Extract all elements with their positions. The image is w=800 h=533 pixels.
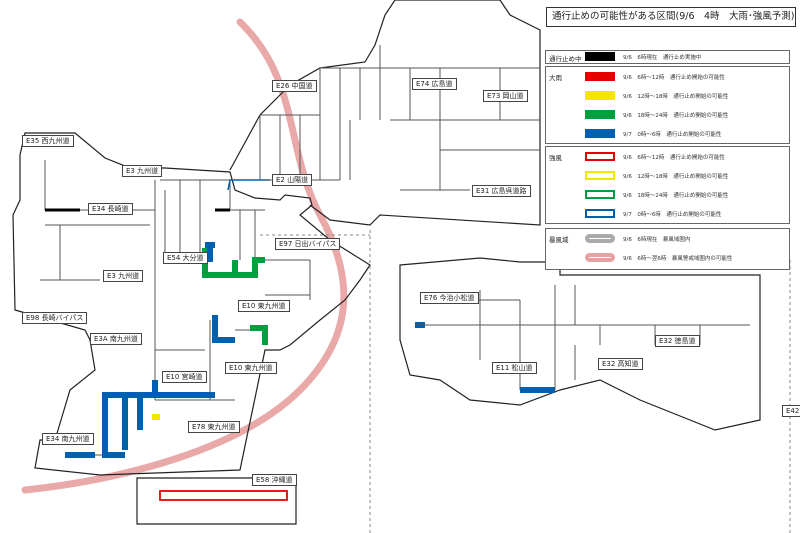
- route-label-e58: E58 沖縄道: [252, 474, 297, 486]
- legend-swatch-rain-1: [585, 72, 615, 81]
- legend-storm-row-2: 9/6 6時～翌6時 暴風警戒域圏内の可能性: [545, 252, 790, 264]
- route-label-e74: E74 広島道: [412, 78, 457, 90]
- legend-text-wind-2: 9/6 12時～18時 通行止め開始の可能性: [623, 174, 729, 180]
- legend-text-storm-2: 9/6 6時～翌6時 暴風警戒域圏内の可能性: [623, 256, 733, 262]
- rain-yellow-segment: [152, 414, 160, 420]
- legend-rain-row-1: 9/6 6時～12時 通行止め開始の可能性: [545, 71, 790, 83]
- route-label-e54: E54 大分道: [163, 252, 208, 264]
- route-label-e32: E32 高知道: [598, 358, 643, 370]
- legend-rain-row-2: 9/6 12時～18時 通行止め開始の可能性: [545, 90, 790, 102]
- chugoku-roads: [259, 45, 540, 191]
- legend-category-storm: 暴風域: [549, 236, 569, 244]
- route-label-e34b: E34 南九州道: [42, 433, 94, 445]
- map-title: 通行止めの可能性がある区間(9/6 4時 大雨･強風予測): [546, 7, 796, 27]
- legend-wind-row-1: 9/6 6時～12時 通行止め開始の可能性: [545, 151, 790, 163]
- legend-text-rain-1: 9/6 6時～12時 通行止め開始の可能性: [623, 75, 725, 81]
- legend-text-rain-2: 9/6 12時～18時 通行止め開始の可能性: [623, 94, 729, 100]
- route-label-e78: E78 東九州道: [188, 421, 240, 433]
- route-label-e10c: E10 東九州道: [238, 300, 290, 312]
- legend-text-wind-4: 9/7 0時～6時 通行止め開始の可能性: [623, 212, 722, 218]
- route-label-e35: E35 西九州道: [22, 135, 74, 147]
- route-label-e11: E11 松山道: [492, 362, 537, 374]
- legend-category-closed: 通行止め中: [549, 55, 582, 63]
- kyushu-roads: [40, 160, 311, 456]
- route-label-e3: E3 九州道: [122, 165, 163, 177]
- route-label-e31: E31 広島呉道路: [472, 185, 531, 197]
- route-label-e26: E26 中国道: [272, 80, 317, 92]
- route-label-e10: E10 宮崎道: [162, 371, 207, 383]
- legend-swatch-storm-1: [585, 234, 615, 243]
- region-boundary-kyushu: [12, 132, 371, 476]
- route-label-e3a: E3A 南九州道: [90, 333, 142, 345]
- legend-swatch-closed: [585, 52, 615, 61]
- legend-storm-row-1: 9/6 6時現在 暴風域圏内: [545, 233, 790, 245]
- route-label-e76: E76 今治小松道: [420, 292, 479, 304]
- region-boundary-chugoku: [229, 0, 541, 226]
- route-label-e2: E2 山陽道: [272, 174, 313, 186]
- legend-text-rain-4: 9/7 0時～6時 通行止め開始の可能性: [623, 132, 722, 138]
- rain-green-segments: [202, 248, 268, 345]
- legend-text-storm-1: 9/6 6時現在 暴風域圏内: [623, 237, 691, 243]
- legend-text-wind-1: 9/6 6時～12時 通行止め開始の可能性: [623, 155, 725, 161]
- legend-swatch-wind-1: [585, 152, 615, 161]
- legend-swatch-wind-2: [585, 171, 615, 180]
- route-label-e32b: E32 徳島道: [655, 335, 700, 347]
- legend-swatch-rain-3: [585, 110, 615, 119]
- legend-category-wind: 強風: [549, 154, 562, 162]
- storm-warning-band: [21, 18, 348, 494]
- legend-swatch-wind-4: [585, 209, 615, 218]
- legend-text-closed: 9/6 6時現在 通行止め実施中: [623, 55, 702, 61]
- wind-red-segment-okinawa: [159, 490, 288, 501]
- route-label-e73: E73 岡山道: [483, 90, 528, 102]
- rain-blue-segments: [65, 242, 555, 458]
- legend-text-wind-3: 9/6 18時～24時 通行止め開始の可能性: [623, 193, 729, 199]
- legend-category-rain: 大雨: [549, 74, 562, 82]
- legend-swatch-rain-2: [585, 91, 615, 100]
- legend-swatch-storm-2: [585, 253, 615, 262]
- route-label-e42: E42: [782, 405, 800, 417]
- route-label-e3b: E3 九州道: [103, 270, 144, 282]
- legend-swatch-wind-3: [585, 190, 615, 199]
- route-label-e34: E34 長崎道: [88, 203, 133, 215]
- legend-wind-row-4: 9/7 0時～6時 通行止め開始の可能性: [545, 208, 790, 220]
- route-label-e97: E97 日出バイパス: [275, 238, 341, 250]
- legend-swatch-rain-4: [585, 129, 615, 138]
- legend-rain-row-3: 9/6 18時～24時 通行止め開始の可能性: [545, 109, 790, 121]
- route-label-e98: E98 長崎バイパス: [22, 312, 88, 324]
- legend-wind-row-2: 9/6 12時～18時 通行止め開始の可能性: [545, 170, 790, 182]
- route-label-e10b: E10 東九州道: [225, 362, 277, 374]
- legend-wind-row-3: 9/6 18時～24時 通行止め開始の可能性: [545, 189, 790, 201]
- legend-text-rain-3: 9/6 18時～24時 通行止め開始の可能性: [623, 113, 729, 119]
- legend-rain-row-4: 9/7 0時～6時 通行止め開始の可能性: [545, 128, 790, 140]
- region-boundary-shikoku: [399, 257, 761, 431]
- region-boundary-okinawa: [136, 477, 297, 525]
- legend-panel: 通行止め中 9/6 6時現在 通行止め実施中 大雨 9/6 6時～12時 通行止…: [545, 50, 790, 270]
- legend-closed-row: 通行止め中 9/6 6時現在 通行止め実施中: [545, 51, 790, 63]
